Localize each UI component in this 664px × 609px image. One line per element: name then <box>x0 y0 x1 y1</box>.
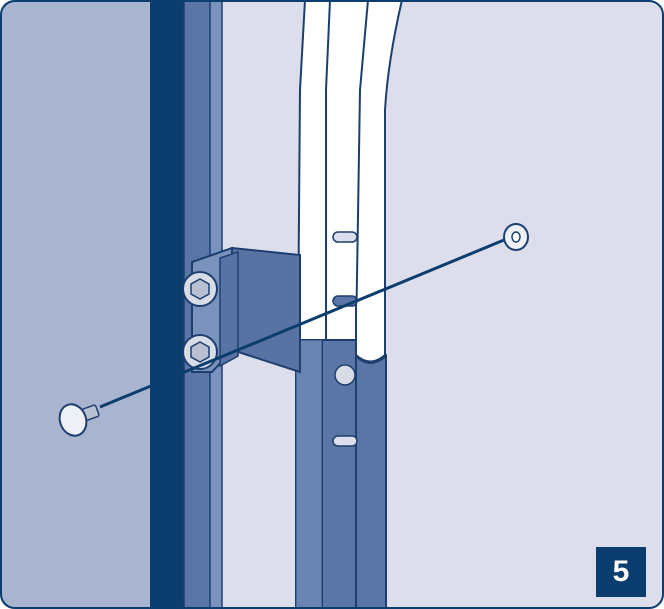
step-number: 5 <box>613 555 630 589</box>
left-panel <box>0 0 150 609</box>
washer <box>504 224 528 250</box>
slotted-post <box>296 340 386 609</box>
step-number-badge: 5 <box>596 547 646 597</box>
dark-post <box>150 0 184 609</box>
mounting-bracket <box>183 248 300 372</box>
